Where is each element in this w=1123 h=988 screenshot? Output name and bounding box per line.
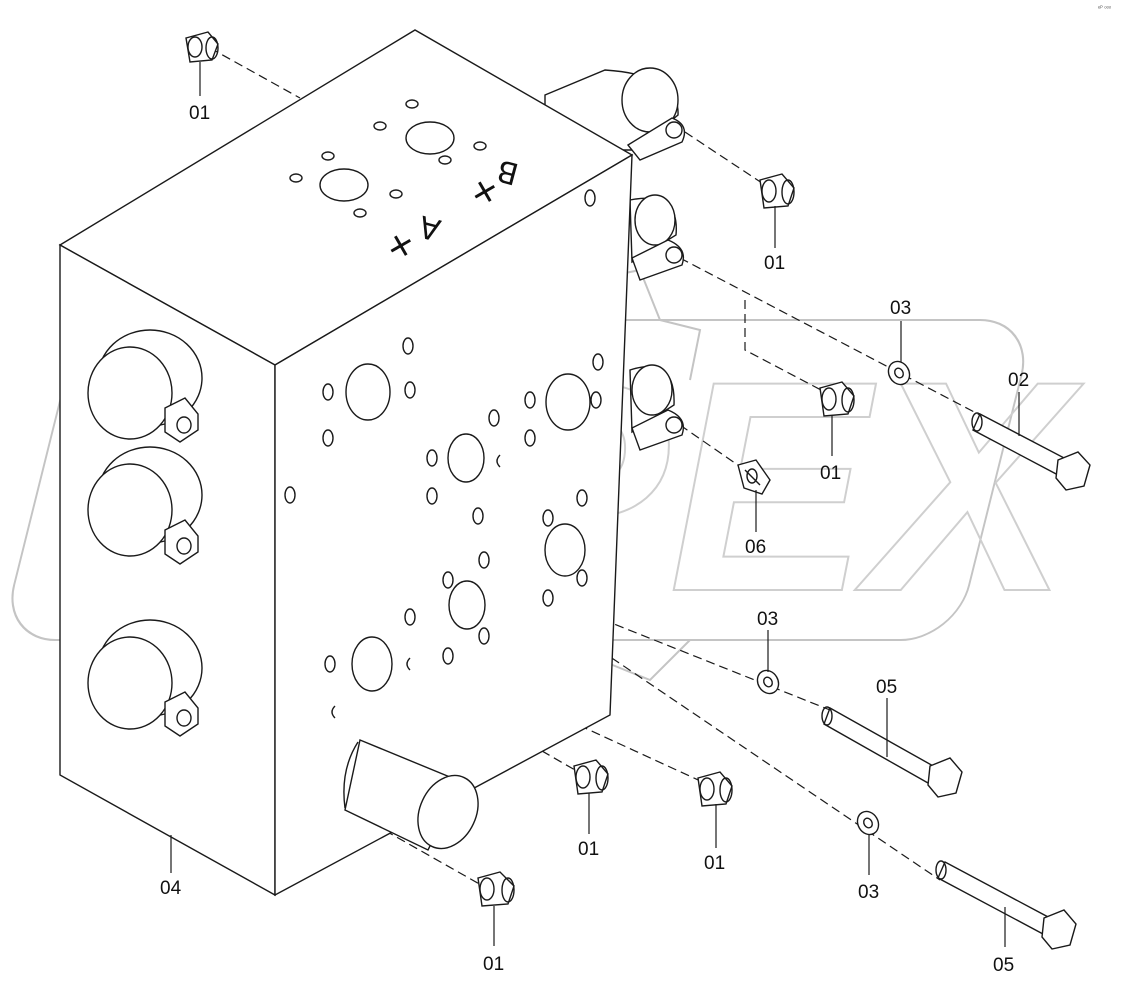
- plug-part: [819, 381, 855, 417]
- leader-lines: [170, 62, 1020, 947]
- side-solenoid-lower: [87, 619, 203, 737]
- callout-washer-middle: 03: [757, 609, 778, 630]
- callout-valve-block: 04: [160, 878, 182, 899]
- callout-bolt-top: 02: [1008, 370, 1029, 391]
- fitting-part: [737, 459, 771, 495]
- plug-part: [477, 871, 515, 907]
- plug-part: [185, 31, 219, 63]
- plug-part: [759, 173, 795, 209]
- callout-plug-bottom: 01: [483, 954, 504, 975]
- callout-bolt-middle: 05: [876, 677, 897, 698]
- washer-part: [887, 360, 911, 386]
- washer-part: [756, 669, 780, 695]
- callout-plug-bottom-center: 01: [578, 839, 599, 860]
- bolt-part: [971, 412, 1091, 491]
- washer-part: [856, 810, 880, 836]
- plug-part: [697, 771, 733, 807]
- side-solenoid-middle: [87, 446, 203, 565]
- callout-plug-bottom-right: 01: [704, 853, 725, 874]
- bottom-cartridge: [343, 739, 479, 851]
- bolt-part: [821, 706, 963, 798]
- callout-plug-middle-right: 01: [820, 463, 841, 484]
- corner-mark: ᵉᴾ ᵒᵒᵒ: [1098, 5, 1112, 12]
- callout-labels: 01 01 01 01 01 01 02 03 03 03 04 05 05 0…: [160, 103, 1029, 976]
- callout-bolt-bottom: 05: [993, 955, 1014, 976]
- rear-solenoid-middle: [629, 194, 685, 281]
- callout-plug-top: 01: [189, 103, 210, 124]
- callout-plug-upper-right: 01: [764, 253, 785, 274]
- callout-washer-top: 03: [890, 298, 911, 319]
- rear-solenoid-lower: [629, 364, 685, 451]
- callout-washer-bottom: 03: [858, 882, 879, 903]
- side-solenoid-upper: [87, 329, 203, 443]
- callout-fitting: 06: [745, 537, 766, 558]
- front-face-ports: [284, 337, 604, 719]
- block-front-face: [274, 153, 633, 897]
- bolt-part: [935, 860, 1077, 950]
- top-face-ports: [289, 99, 596, 218]
- plug-part: [573, 759, 609, 795]
